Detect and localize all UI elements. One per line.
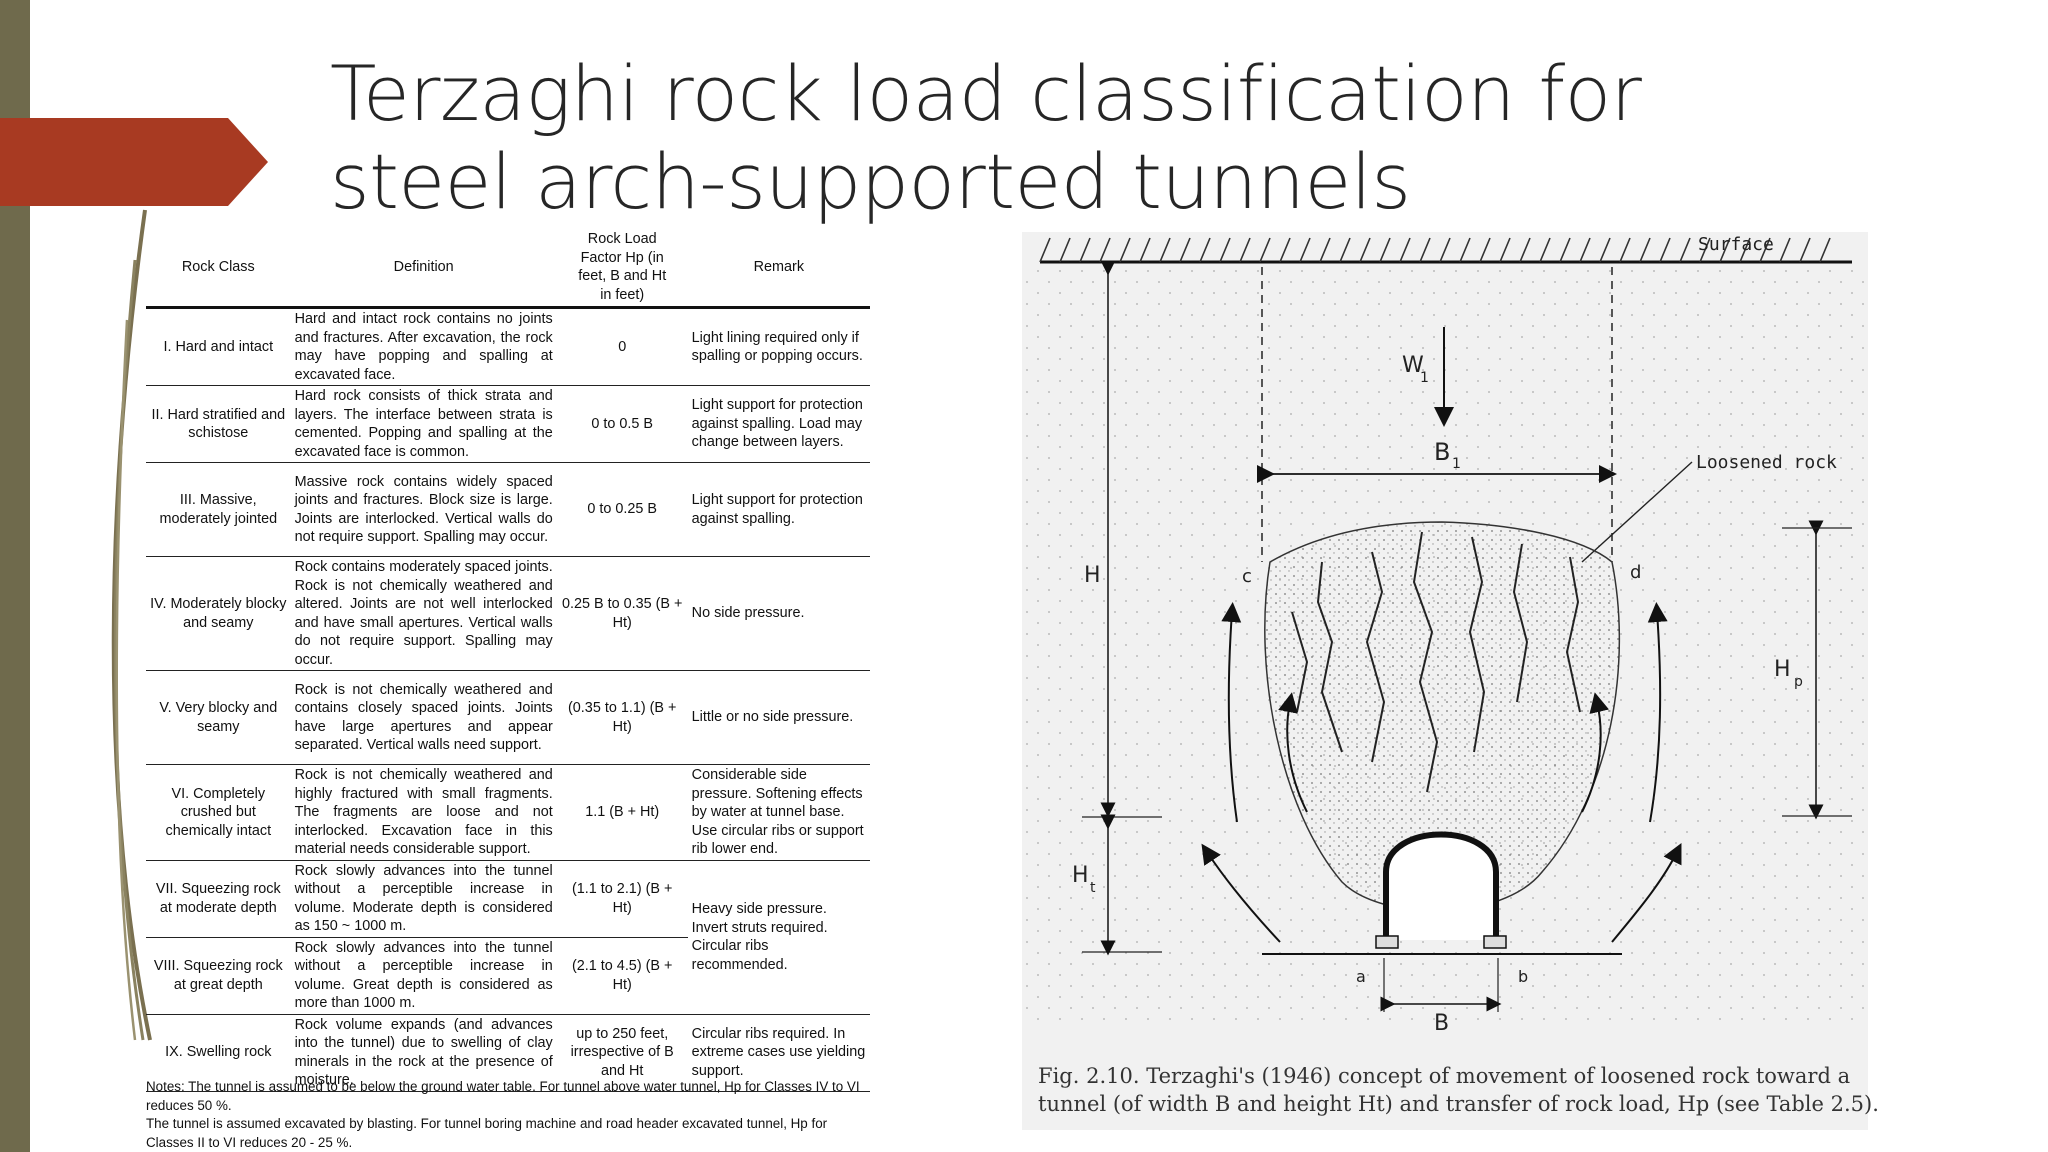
title-arrow-tab [0, 118, 268, 206]
definition-cell: Rock contains moderately spaced joints. … [294, 559, 553, 668]
rock-class-cell: VII. Squeezing rock at moderate depth [146, 860, 291, 938]
caption-line-2: tunnel (of width B and height Ht) and tr… [1038, 1092, 1879, 1116]
remark-cell: Considerable side pressure. Softening ef… [691, 767, 864, 857]
h-label: H [1084, 563, 1101, 588]
remark-cell: No side pressure. [691, 605, 805, 622]
table-row: VII. Squeezing rock at moderate depth Ro… [146, 860, 870, 1015]
point-b-label: b [1518, 967, 1528, 986]
header-definition: Definition [393, 258, 454, 275]
note-1: Notes: The tunnel is assumed to be below… [146, 1079, 860, 1113]
definition-cell: Hard and intact rock contains no joints … [294, 311, 553, 383]
hp-label: H [1774, 657, 1791, 682]
ht-subscript: t [1090, 880, 1096, 896]
remark-cell: Little or no side pressure. [691, 709, 854, 726]
definition-cell: Rock volume expands (and advances into t… [294, 1016, 553, 1089]
w1-subscript: 1 [1420, 370, 1429, 386]
definition-cell: Rock is not chemically weathered and con… [294, 681, 553, 754]
table-header-row: Rock Class Definition Rock Load Factor H… [146, 228, 870, 308]
header-factor-line-4: in feet) [600, 286, 645, 303]
point-c-label: c [1242, 566, 1252, 587]
w1-label: W [1402, 353, 1424, 378]
figure-caption: Fig. 2.10. Terzaghi's (1946) concept of … [1038, 1062, 1884, 1118]
definition-cell: Hard rock consists of thick strata and l… [294, 388, 553, 460]
rock-class-cell: II. Hard stratified and schistose [151, 406, 286, 442]
tunnel-arch [1383, 831, 1499, 940]
rock-class-cell: VIII. Squeezing rock at great depth [153, 958, 283, 993]
table-row: II. Hard stratified and schistose Hard r… [146, 386, 870, 463]
remark-cell: Heavy side pressure. Invert struts requi… [687, 860, 870, 1015]
definition-cell: Rock slowly advances into the tunnel wit… [290, 860, 557, 938]
loosened-rock-diagram: Surface W 1 B 1 Loosened rock H H t H p [1022, 234, 1868, 1036]
header-factor-line-3: feet, B and Ht [578, 268, 667, 284]
header-load-factor: Rock Load Factor Hp (in feet, B and Ht i… [557, 228, 688, 308]
loosened-rock-label: Loosened rock [1696, 452, 1837, 473]
definition-cell: Massive rock contains widely spaced join… [294, 473, 553, 546]
table-row: V. Very blocky and seamy Rock is not che… [146, 671, 870, 765]
point-d-label: d [1630, 562, 1641, 583]
factor-cell: 1.1 (B + Ht) [585, 804, 660, 820]
caption-line-1: Fig. 2.10. Terzaghi's (1946) concept of … [1038, 1064, 1851, 1088]
remark-cell: Light support for protection against spa… [691, 492, 863, 527]
definition-cell: Rock is not chemically weathered and hig… [294, 767, 553, 857]
hp-subscript: p [1794, 674, 1803, 690]
factor-cell: (1.1 to 2.1) (B + Ht) [556, 860, 688, 938]
ht-label: H [1072, 863, 1089, 888]
factor-cell: 0 [618, 338, 627, 355]
slide-title: Terzaghi rock load classification for st… [330, 50, 1780, 226]
factor-cell: (0.35 to 1.1) (B + Ht) [568, 700, 677, 735]
decorative-curves [111, 209, 152, 1041]
header-factor-line-2: Factor Hp (in [580, 249, 664, 266]
note-2: The tunnel is assumed excavated by blast… [146, 1116, 828, 1150]
terzaghi-figure: Surface W 1 B 1 Loosened rock H H t H p [1022, 232, 1879, 1130]
table-row: IX. Swelling rock Rock volume expands (a… [146, 1014, 870, 1091]
rock-load-table-container: Rock Class Definition Rock Load Factor H… [146, 228, 870, 1092]
rock-class-cell: VI. Completely crushed but chemically in… [165, 785, 272, 839]
point-a-label: a [1356, 967, 1366, 986]
factor-cell: 0.25 B to 0.35 (B + Ht) [562, 596, 683, 631]
tunnel-width-label: B [1434, 1011, 1449, 1036]
factor-cell: (2.1 to 4.5) (B + Ht) [572, 958, 673, 993]
rock-class-cell: IX. Swelling rock [165, 1044, 272, 1061]
remark-cell: Light lining required only if spalling o… [691, 329, 863, 365]
b1-subscript: 1 [1452, 456, 1461, 472]
header-factor-line-1: Rock Load [587, 231, 657, 247]
rock-load-table: Rock Class Definition Rock Load Factor H… [146, 228, 870, 1092]
surface-hatching [1039, 237, 1831, 263]
b1-label: B [1434, 438, 1450, 466]
table-row: III. Massive, moderately jointed Massive… [146, 463, 870, 557]
definition-cell: Rock slowly advances into the tunnel wit… [294, 939, 553, 1012]
title-line-2: steel arch-supported tunnels [330, 137, 1411, 226]
fracture-lines [1291, 531, 1581, 793]
rock-class-cell: V. Very blocky and seamy [159, 700, 278, 735]
table-row: VIII. Squeezing rock at great depth Rock… [146, 937, 870, 1014]
factor-cell: 0 to 0.25 B [587, 501, 658, 518]
rock-class-cell: I. Hard and intact [163, 338, 274, 355]
table-row: IV. Moderately blocky and seamy Rock con… [146, 557, 870, 671]
factor-cell: 0 to 0.5 B [591, 415, 654, 432]
table-notes: Notes: The tunnel is assumed to be below… [146, 1078, 876, 1152]
rock-class-cell: IV. Moderately blocky and seamy [150, 596, 287, 631]
table-row: I. Hard and intact Hard and intact rock … [146, 308, 870, 386]
remark-cell: Light support for protection against spa… [691, 397, 863, 451]
movement-arrows [1201, 602, 1682, 943]
remark-cell: Circular ribs required. In extreme cases… [691, 1025, 866, 1079]
table-row: VI. Completely crushed but chemically in… [146, 765, 870, 860]
surface-label: Surface [1698, 234, 1774, 255]
header-remark: Remark [753, 258, 805, 275]
header-rock-class: Rock Class [181, 258, 255, 275]
title-line-1: Terzaghi rock load classification for [330, 49, 1642, 138]
rock-class-cell: III. Massive, moderately jointed [159, 492, 278, 527]
factor-cell: up to 250 feet, irrespective of B and Ht [570, 1025, 674, 1079]
